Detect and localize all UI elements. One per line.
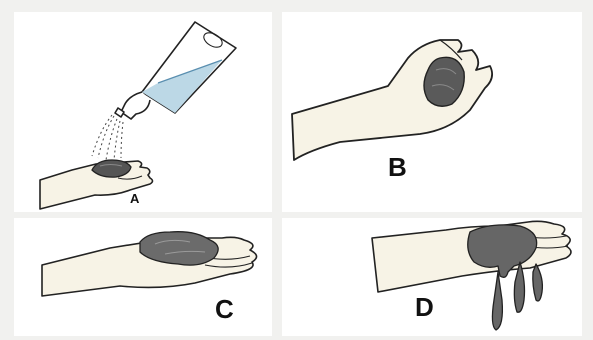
panel-label-d: D bbox=[415, 292, 434, 323]
panel-label-a: A bbox=[130, 191, 139, 206]
panel-label-b: B bbox=[388, 152, 407, 183]
panel-label-c: C bbox=[215, 294, 234, 325]
